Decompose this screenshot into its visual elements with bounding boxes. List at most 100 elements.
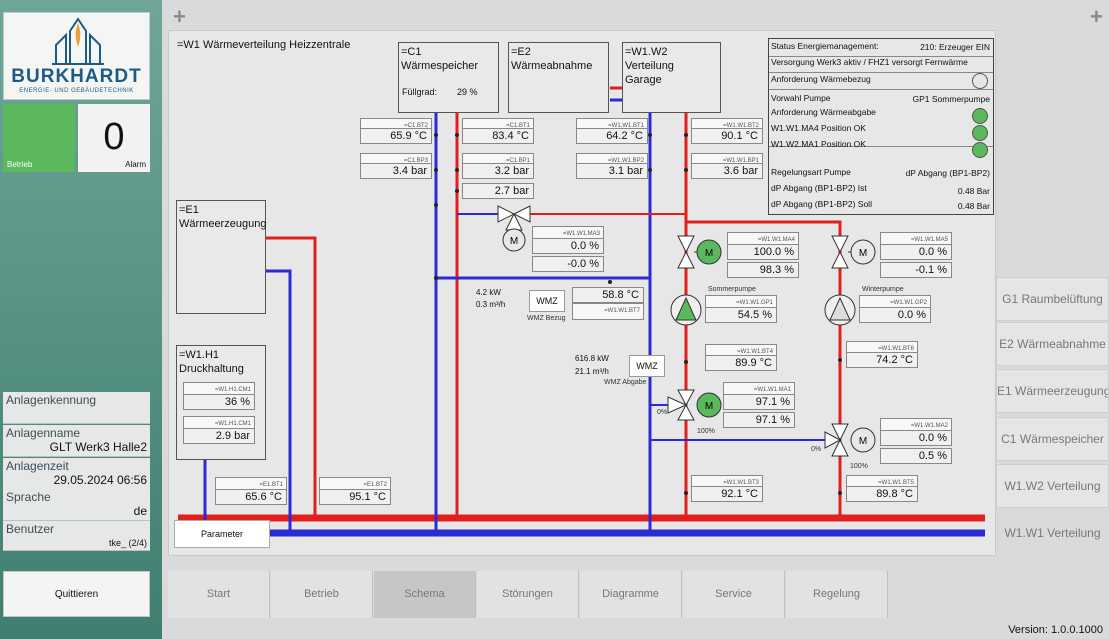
heat-output-indicator	[972, 108, 988, 124]
box-c1-id: =C1	[401, 46, 422, 58]
box-e1[interactable]: =E1 Wärmeerzeugung	[176, 200, 266, 314]
gp2-value[interactable]: 0.0 %	[859, 307, 931, 323]
nav-w1w1-button[interactable]: W1.W1 Verteilung	[996, 512, 1109, 556]
ma1-max-mark: 100%	[697, 428, 715, 435]
bt3-value[interactable]: 92.1 °C	[691, 486, 763, 502]
tab-schema[interactable]: Schema	[374, 571, 476, 618]
ma2-value2[interactable]: 0.5 %	[880, 448, 952, 464]
wmz-abgabe-power: 616.8 kW	[575, 354, 609, 363]
w1bt2-value[interactable]: 90.1 °C	[691, 128, 763, 144]
status-supply-label: Versorgung Werk3 aktiv / FHZ1 versorgt F…	[771, 57, 968, 67]
nav-e1-button[interactable]: E1 Wärmeerzeugung	[996, 369, 1109, 413]
bt6-value[interactable]: 74.2 °C	[846, 352, 918, 368]
svg-text:M: M	[705, 401, 713, 412]
h1cm1b-value[interactable]: 2.9 bar	[183, 428, 255, 444]
nav-c1-button[interactable]: C1 Wärmespeicher	[996, 417, 1109, 461]
page-title: =W1 Wärmeverteilung Heizzentrale	[177, 39, 351, 51]
valve-ma4-icon: M	[677, 235, 722, 269]
logo-tagline: ENERGIE- UND GEBÄUDETECHNIK	[19, 88, 134, 94]
pump-gp2-icon	[824, 294, 856, 326]
e1bt2-value[interactable]: 95.1 °C	[319, 489, 391, 505]
version-label: Version: 1.0.0.1000	[1008, 624, 1103, 636]
bt7-value[interactable]: 58.8 °C	[572, 287, 644, 303]
bt5-value[interactable]: 89.8 °C	[846, 486, 918, 502]
status-energy-value: 210: Erzeuger EIN	[920, 42, 990, 52]
bt4-value[interactable]: 89.9 °C	[705, 355, 777, 371]
anlagenname-label: Anlagenname	[6, 426, 81, 440]
anlagenname-field: Anlagenname GLT Werk3 Halle2	[3, 425, 150, 457]
benutzer-field[interactable]: Benutzer tke_ (2/4)	[3, 521, 150, 551]
parameter-button[interactable]: Parameter	[174, 520, 270, 548]
dp-soll-value: 0.48 Bar	[957, 201, 990, 211]
ma4-value2[interactable]: 98.3 %	[727, 262, 799, 278]
ma2-min-mark: 0%	[811, 446, 822, 453]
gp1-value[interactable]: 54.5 %	[705, 307, 777, 323]
dp-soll-label: dP Abgang (BP1-BP2) Soll	[771, 199, 872, 209]
nav-w1w2-button[interactable]: W1.W2 Verteilung	[996, 464, 1109, 508]
nav-e2-button[interactable]: E2 Wärmeabnahme	[996, 322, 1109, 366]
tab-betrieb[interactable]: Betrieb	[271, 571, 373, 618]
c1bp3-value[interactable]: 3.4 bar	[360, 163, 432, 179]
c1bp1b-value[interactable]: 2.7 bar	[462, 183, 534, 199]
add-icon-left[interactable]: +	[173, 4, 186, 29]
ma5-value2[interactable]: -0.1 %	[880, 262, 952, 278]
status-row-energy: Status Energiemanagement: 210: Erzeuger E…	[769, 39, 993, 57]
box-e1-id: =E1	[179, 204, 199, 216]
ma2-value1[interactable]: 0.0 %	[880, 430, 952, 446]
quit-button[interactable]: Quittieren	[3, 571, 150, 617]
svg-text:M: M	[859, 436, 867, 447]
operation-status-tile[interactable]: Betrieb	[3, 104, 75, 172]
company-logo: BURKHARDT ENERGIE- UND GEBÄUDETECHNIK	[3, 12, 150, 100]
add-icon-right[interactable]: +	[1090, 4, 1103, 29]
box-e2[interactable]: =E2 Wärmeabnahme	[508, 42, 609, 113]
ma5-value1[interactable]: 0.0 %	[880, 244, 952, 260]
sidebar: BURKHARDT ENERGIE- UND GEBÄUDETECHNIK Be…	[0, 0, 162, 639]
heat-output-label: Anforderung Wärmeabgabe	[771, 107, 876, 117]
status-energy-label: Status Energiemanagement:	[771, 41, 879, 51]
tab-regelung[interactable]: Regelung	[786, 571, 888, 618]
tab-diagramme[interactable]: Diagramme	[580, 571, 682, 618]
w1bt1-value[interactable]: 64.2 °C	[576, 128, 648, 144]
ma1-value2[interactable]: 97.1 %	[723, 412, 795, 428]
tab-stoerungen[interactable]: Störungen	[477, 571, 579, 618]
c1bp1-value[interactable]: 3.2 bar	[462, 163, 534, 179]
nav-g1-button[interactable]: G1 Raumbelüftung	[996, 277, 1109, 321]
c1bt2-value[interactable]: 65.9 °C	[360, 128, 432, 144]
tab-service[interactable]: Service	[683, 571, 785, 618]
e1bt1-value[interactable]: 65.6 °C	[215, 489, 287, 505]
ma4-value1[interactable]: 100.0 %	[727, 244, 799, 260]
anlagenzeit-label: Anlagenzeit	[6, 459, 69, 473]
box-c1-fill-label: Füllgrad:	[402, 87, 438, 97]
pump-preselect-value: GP1 Sommerpumpe	[912, 94, 990, 104]
box-w1w2-name2: Garage	[625, 74, 662, 86]
valve-ma1-icon: M	[667, 389, 722, 421]
heat-request-indicator	[972, 73, 988, 89]
box-w1h1-id: =W1.H1	[179, 349, 220, 361]
tab-start[interactable]: Start	[168, 571, 270, 618]
logo-flame-icon	[52, 17, 104, 65]
w1bp2-value[interactable]: 3.1 bar	[576, 163, 648, 179]
sprache-field[interactable]: Sprache de	[3, 489, 150, 521]
box-w1h1-name: Druckhaltung	[179, 363, 244, 375]
c1bt1-value[interactable]: 83.4 °C	[462, 128, 534, 144]
dp-ist-label: dP Abgang (BP1-BP2) Ist	[771, 183, 867, 193]
ma1-value1[interactable]: 97.1 %	[723, 394, 795, 410]
ma3-value2[interactable]: -0.0 %	[532, 256, 604, 272]
ma3-value1[interactable]: 0.0 %	[532, 238, 604, 254]
wmz-abgabe-button[interactable]: WMZ	[629, 355, 665, 377]
box-c1[interactable]: =C1 Wärmespeicher Füllgrad: 29 %	[398, 42, 499, 113]
box-w1w2[interactable]: =W1.W2 Verteilung Garage	[622, 42, 721, 113]
wmz-bezug-button[interactable]: WMZ	[529, 290, 565, 312]
control-mode-value: dP Abgang (BP1-BP2)	[905, 168, 990, 178]
logo-brand: BURKHARDT	[11, 66, 142, 87]
alarm-tile[interactable]: 0 Alarm	[78, 104, 150, 172]
w1bp1-value[interactable]: 3.6 bar	[691, 163, 763, 179]
wmz-bezug-flow: 0.3 m³/h	[476, 300, 506, 309]
pump-preselect-label: Vorwahl Pumpe	[771, 93, 831, 103]
heat-request-label: Anforderung Wärmebezug	[771, 74, 871, 84]
status-row-pump: Vorwahl Pumpe GP1 Sommerpumpe Anforderung…	[769, 91, 993, 158]
h1cm1-value[interactable]: 36 %	[183, 394, 255, 410]
valve-ma5-icon: M	[831, 235, 876, 269]
dp-ist-value: 0.48 Bar	[957, 186, 990, 196]
